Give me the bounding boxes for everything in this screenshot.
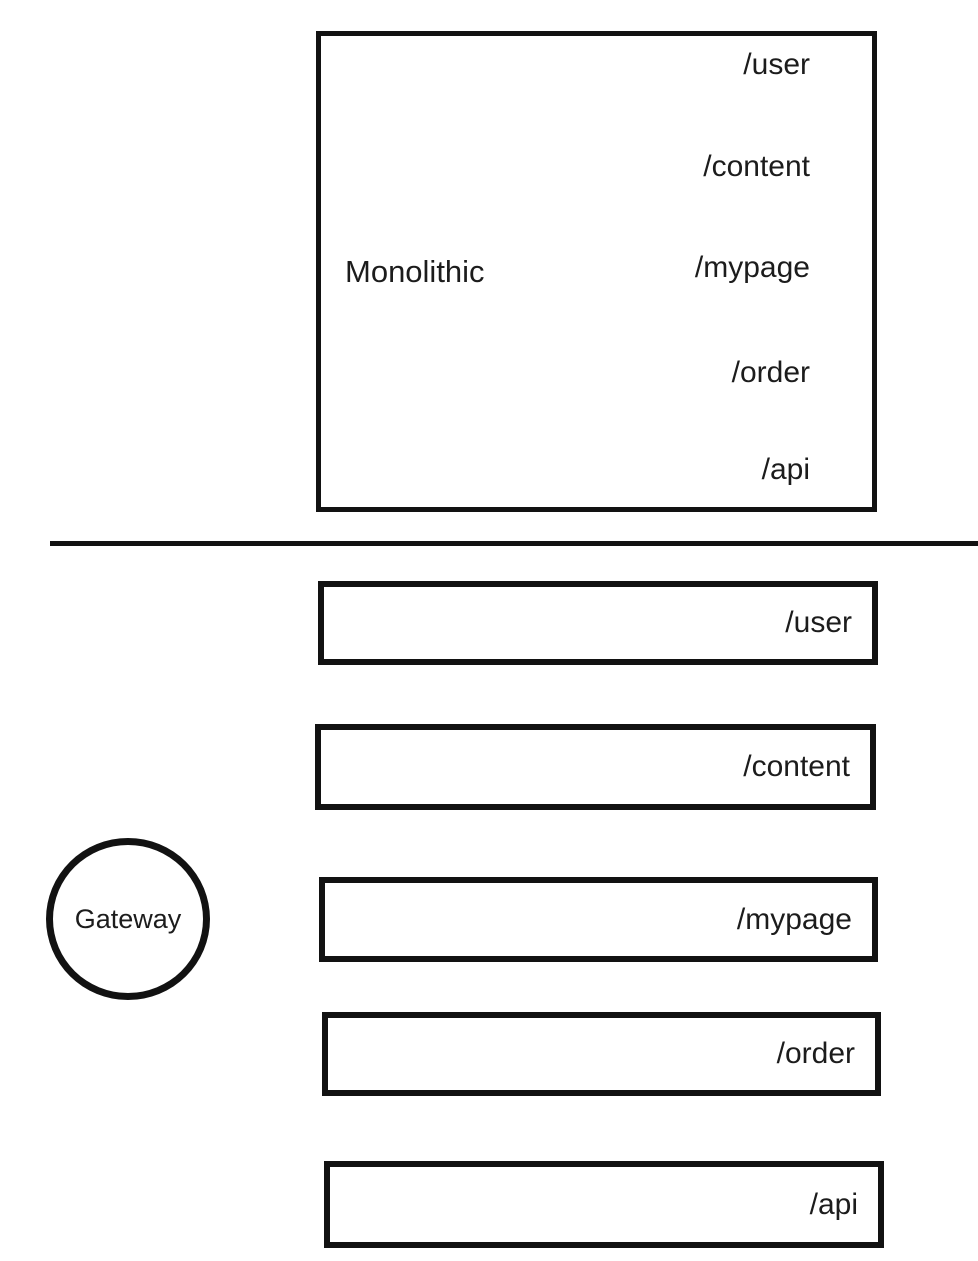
service-box-content: /content (315, 724, 876, 810)
service-route-user-label: /user (785, 606, 852, 639)
service-route-content-label: /content (743, 750, 850, 783)
service-box-mypage: /mypage (319, 877, 878, 962)
monolithic-box: Monolithic /user /content /mypage /order… (316, 31, 877, 512)
service-route-api-label: /api (809, 1187, 858, 1221)
service-box-user: /user (318, 581, 878, 665)
gateway-label: Gateway (74, 903, 182, 934)
section-divider (50, 541, 978, 546)
service-route-order-label: /order (776, 1037, 855, 1070)
monolithic-route-order: /order (731, 356, 810, 389)
monolithic-route-user: /user (743, 48, 810, 81)
monolithic-route-mypage: /mypage (694, 251, 810, 284)
monolithic-label: Monolithic (345, 254, 485, 289)
service-box-order: /order (322, 1012, 881, 1096)
monolithic-route-content: /content (703, 150, 810, 183)
service-route-mypage-label: /mypage (736, 902, 852, 936)
gateway-circle: Gateway (46, 838, 210, 1000)
monolithic-route-api: /api (761, 453, 810, 486)
service-box-api: /api (324, 1161, 884, 1248)
